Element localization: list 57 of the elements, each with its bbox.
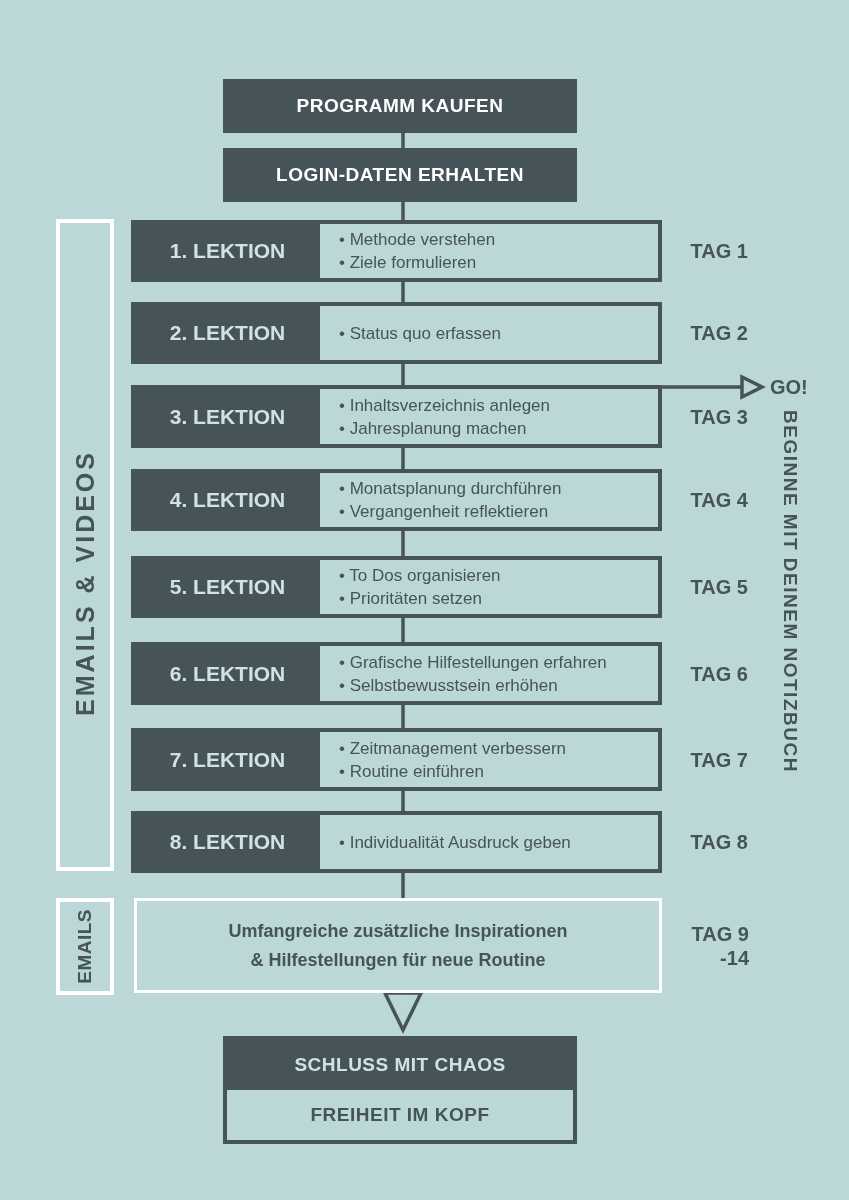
bullet-item: • Routine einführen	[339, 760, 485, 783]
vertical-note: BEGINNE MIT DEINEM NOTIZBUCH	[779, 410, 802, 773]
day-label: TAG 3	[689, 404, 748, 429]
process-box	[223, 148, 577, 202]
day-label: TAG 2	[689, 321, 748, 345]
group-label: EMAILS & VIDEOS	[71, 450, 99, 716]
info-text: Umfangreiche zusätzliche Inspirationen & Hilfestellungen für neue Routine	[227, 919, 569, 972]
bullet-item: • To Dos organisieren	[339, 565, 502, 587]
lesson-title: 2. LEKTION	[169, 320, 286, 346]
connector-line	[401, 531, 405, 556]
bullet-item: • Zeitmanagement verbessern	[339, 737, 568, 760]
bullet-item: • Selbstbewusstsein erhöhen	[339, 674, 559, 697]
connector-line	[401, 705, 405, 728]
day-label: TAG 6	[689, 661, 748, 686]
bullet-item: • Vergangenheit reflektieren	[339, 501, 550, 523]
day-label: TAG 5	[689, 575, 748, 599]
connector-line	[401, 873, 405, 898]
day-label: TAG 8	[689, 830, 748, 854]
step-title: PROGRAMM KAUFEN	[296, 94, 504, 118]
group-box	[56, 898, 114, 995]
process-box	[223, 79, 577, 133]
lesson-title: 3. LEKTION	[169, 403, 286, 430]
result-subtitle: FREIHEIT IM KOPF	[310, 1103, 490, 1127]
bullet-item: • Individualität Ausdruck geben	[339, 831, 572, 854]
connector-line	[401, 282, 405, 302]
bullet-item: • Inhaltsverzeichnis anlegen	[339, 394, 552, 417]
bullet-item: • Monatsplanung durchführen	[339, 478, 563, 500]
lesson-title: 5. LEKTION	[169, 574, 286, 600]
day-label: TAG 1	[689, 239, 748, 263]
connector-line	[401, 448, 405, 469]
arrow	[382, 991, 424, 1034]
result-box	[223, 1036, 577, 1144]
bullet-item: • Ziele formulieren	[339, 252, 478, 274]
step-title: LOGIN-DATEN ERHALTEN	[276, 163, 524, 187]
connector-line	[401, 364, 405, 385]
group-box	[56, 219, 114, 871]
bullet-item: • Methode verstehen	[339, 229, 497, 251]
bullet-item: • Status quo erfassen	[339, 322, 502, 345]
day-label: TAG 9 -14	[690, 921, 749, 970]
go-label: GO!	[770, 374, 820, 400]
connector-line	[401, 202, 405, 220]
arrow	[660, 375, 766, 399]
day-label: TAG 4	[689, 488, 748, 512]
bullet-item: • Prioritäten setzen	[339, 588, 483, 610]
lesson-title: 7. LEKTION	[169, 746, 286, 773]
lesson-title: 6. LEKTION	[169, 660, 286, 687]
bullet-item: • Jahresplanung machen	[339, 417, 528, 440]
lesson-title: 1. LEKTION	[169, 238, 286, 264]
group-label: EMAILS	[73, 909, 96, 984]
lesson-title: 8. LEKTION	[169, 829, 286, 855]
connector-line	[401, 618, 405, 642]
connector-line	[401, 791, 405, 811]
connector-line	[401, 133, 405, 148]
day-label: TAG 7	[689, 747, 748, 772]
bullet-item: • Grafische Hilfestellungen erfahren	[339, 651, 608, 674]
lesson-title: 4. LEKTION	[169, 487, 286, 513]
result-title: SCHLUSS MIT CHAOS	[294, 1053, 506, 1077]
